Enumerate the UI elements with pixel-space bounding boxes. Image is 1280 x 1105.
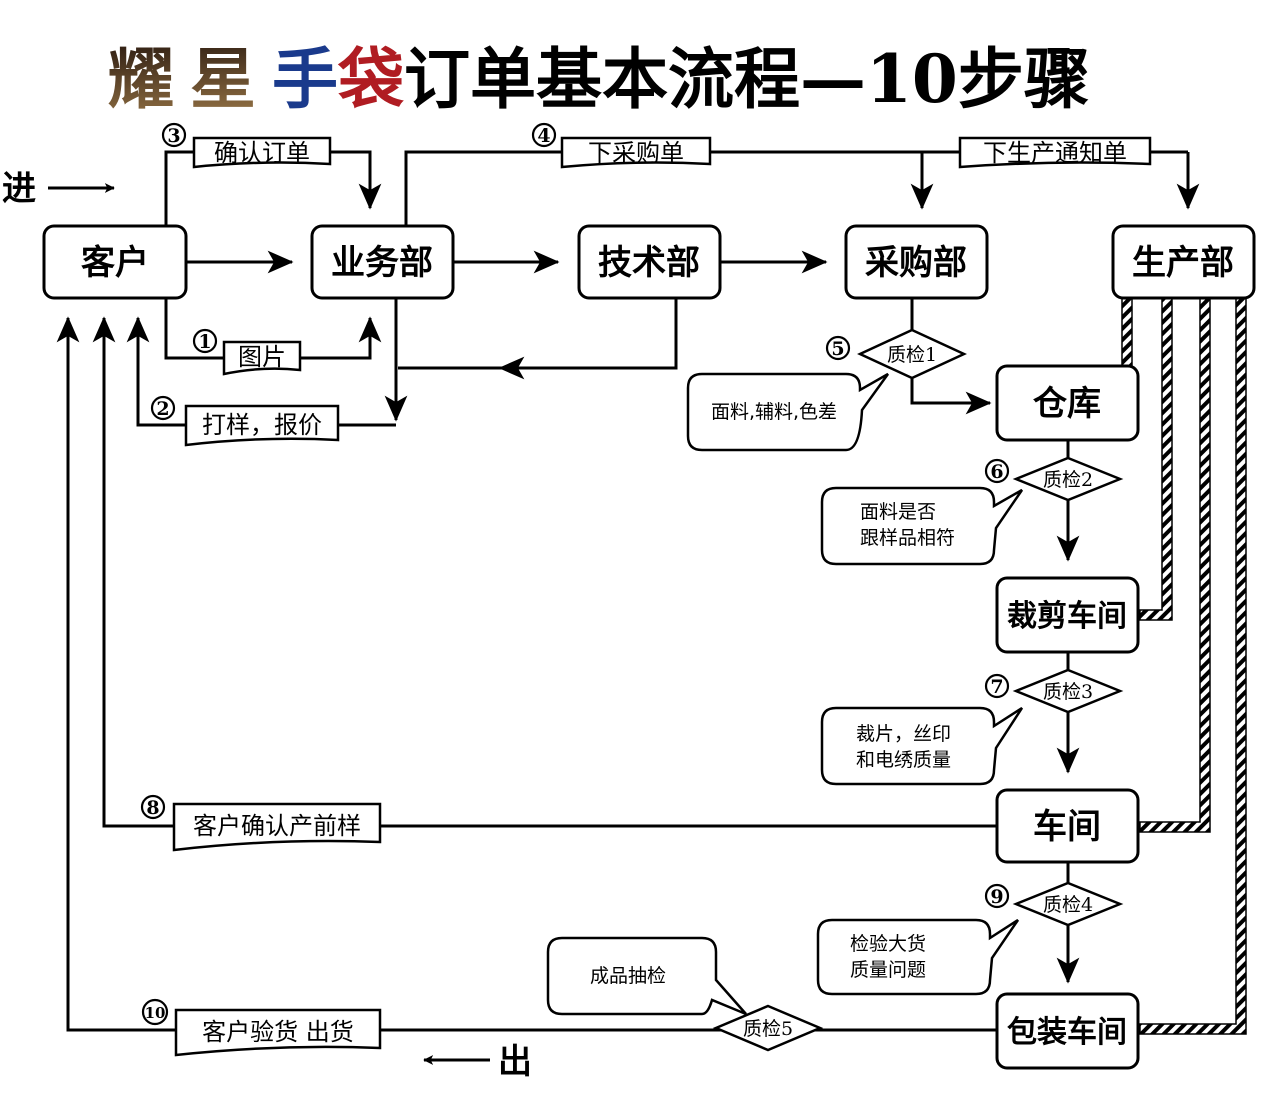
title-main: 订单基本流程—10步骤	[404, 40, 1090, 118]
title-char-1: 耀	[108, 40, 174, 118]
qc4-diamond: 质检4	[1012, 881, 1124, 927]
qc1-bubble: 面料,辅料,色差	[686, 372, 890, 452]
step-5: 5	[825, 335, 851, 361]
qc3-diamond: 质检3	[1012, 668, 1124, 714]
svg-text:1: 1	[198, 331, 211, 353]
production-feed-packing	[1139, 297, 1247, 1035]
qc2-diamond: 质检2	[1012, 456, 1124, 502]
label-sample-quote: 打样，报价	[184, 404, 340, 447]
confirm-sample-line	[92, 316, 996, 828]
qc1-to-warehouse-arrow	[910, 378, 992, 415]
dept-sales-label: 业务部	[331, 243, 433, 283]
step-6: 6	[984, 458, 1010, 484]
label-picture-text: 图片	[238, 343, 286, 371]
dept-purchase: 采购部	[844, 224, 989, 300]
label-confirm-order: 确认订单	[192, 136, 332, 169]
label-purchase-order-text: 下采购单	[588, 139, 684, 167]
step-10: 10	[141, 998, 169, 1026]
title-char-2: 星	[190, 40, 256, 118]
label-purchase-order: 下采购单	[560, 136, 712, 169]
title-char-3: 手	[272, 40, 338, 118]
dept-tech-label: 技术部	[598, 243, 700, 283]
label-production-notice: 下生产通知单	[958, 136, 1152, 169]
label-sample-quote-text: 打样，报价	[202, 411, 322, 439]
svg-text:5: 5	[831, 338, 844, 360]
dept-customer-label: 客户	[81, 243, 149, 283]
svg-text:4: 4	[537, 125, 550, 147]
qc4-bubble-line2: 质量问题	[850, 959, 926, 981]
dept-workshop: 车间	[995, 788, 1140, 864]
dept-sales: 业务部	[310, 224, 455, 300]
step-1: 1	[192, 328, 218, 354]
step-8: 8	[140, 794, 166, 820]
dept-workshop-label: 车间	[1033, 807, 1101, 847]
qc4-bubble: 检验大货 质量问题	[816, 918, 1020, 996]
svg-text:8: 8	[146, 797, 159, 819]
svg-text:6: 6	[990, 461, 1003, 483]
step-2: 2	[150, 395, 176, 421]
dept-production: 生产部	[1111, 224, 1256, 300]
dept-warehouse-label: 仓库	[1033, 384, 1101, 424]
tech-return-line	[398, 298, 678, 370]
step-3: 3	[161, 122, 187, 148]
label-confirm-sample: 客户确认产前样	[172, 802, 382, 852]
label-inspect-ship: 客户验货 出货	[174, 1008, 382, 1057]
exit-label: 出	[498, 1042, 532, 1082]
svg-text:10: 10	[145, 1004, 166, 1022]
qc3-bubble: 裁片，丝印 和电绣质量	[820, 706, 1024, 786]
svg-text:9: 9	[990, 886, 1003, 908]
qc2-label: 质检2	[1043, 469, 1093, 491]
dept-purchase-label: 采购部	[865, 243, 967, 283]
purchase-order-line	[404, 150, 1188, 225]
svg-text:7: 7	[990, 676, 1003, 698]
dept-warehouse: 仓库	[995, 364, 1140, 442]
label-confirm-order-text: 确认订单	[214, 139, 310, 167]
qc1-bubble-text: 面料,辅料,色差	[711, 401, 837, 423]
qc2-bubble-line2: 跟样品相符	[860, 527, 955, 549]
label-picture: 图片	[222, 340, 302, 376]
qc5-diamond: 质检5	[712, 1004, 824, 1052]
inspect-ship-line	[56, 316, 996, 1032]
qc1-diamond: 质检1	[857, 328, 967, 380]
qc3-bubble-line2: 和电绣质量	[856, 749, 951, 771]
qc3-bubble-line1: 裁片，丝印	[856, 723, 951, 745]
dept-cutting: 裁剪车间	[995, 576, 1140, 654]
dept-cutting-label: 裁剪车间	[1007, 599, 1127, 634]
dept-production-label: 生产部	[1132, 243, 1234, 283]
production-feed-cutting	[1139, 297, 1173, 621]
label-production-notice-text: 下生产通知单	[983, 139, 1127, 167]
dept-packing: 包装车间	[995, 992, 1140, 1070]
label-confirm-sample-text: 客户确认产前样	[193, 812, 361, 840]
qc1-label: 质检1	[887, 344, 937, 366]
qc3-label: 质检3	[1043, 681, 1093, 703]
svg-text:3: 3	[167, 125, 180, 147]
qc2-bubble: 面料是否 跟样品相符	[820, 486, 1024, 566]
dept-packing-label: 包装车间	[1007, 1015, 1127, 1050]
step-4: 4	[531, 122, 557, 148]
production-feed-warehouse	[1121, 297, 1133, 367]
entry-label: 进	[2, 169, 36, 209]
step-9: 9	[984, 883, 1010, 909]
dept-tech: 技术部	[577, 224, 722, 300]
production-feed-workshop	[1139, 297, 1211, 833]
qc5-label: 质检5	[743, 1018, 793, 1040]
step-7: 7	[984, 673, 1010, 699]
qc4-label: 质检4	[1043, 894, 1093, 916]
page-title: 耀星手袋订单基本流程—10步骤	[108, 40, 1090, 118]
qc4-bubble-line1: 检验大货	[850, 933, 926, 955]
label-inspect-ship-text: 客户验货 出货	[202, 1018, 354, 1046]
svg-text:2: 2	[156, 398, 169, 420]
dept-customer: 客户	[42, 224, 188, 300]
qc5-bubble-text: 成品抽检	[590, 965, 666, 987]
title-char-4: 袋	[337, 40, 404, 118]
qc2-bubble-line1: 面料是否	[860, 501, 936, 523]
qc5-bubble: 成品抽检	[546, 936, 747, 1016]
